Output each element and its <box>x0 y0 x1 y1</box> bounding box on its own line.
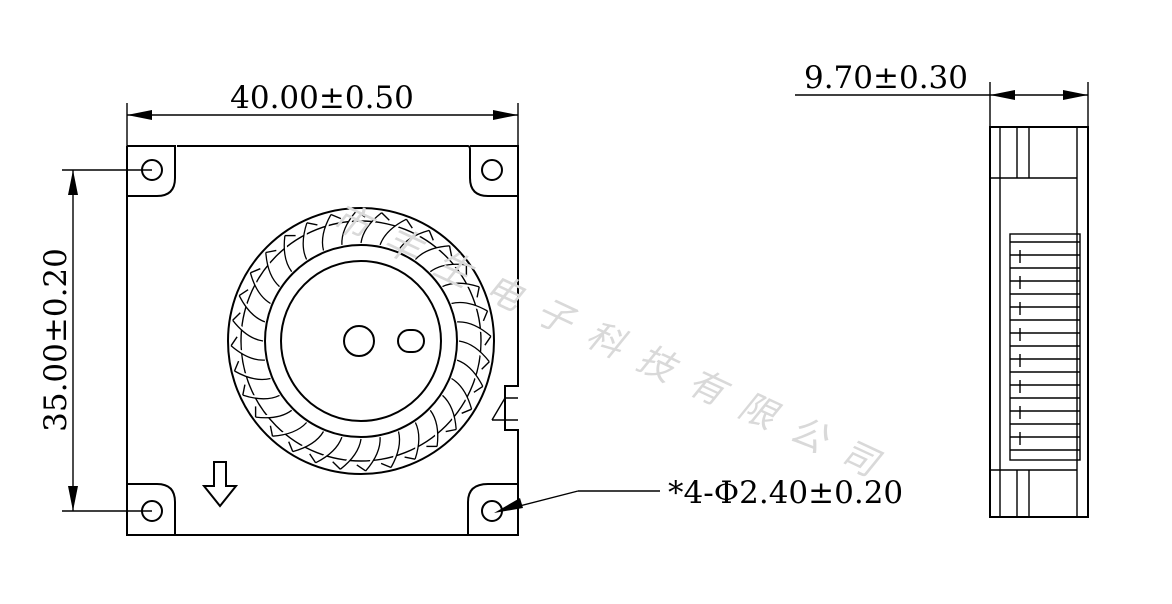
impeller-blade <box>414 245 450 260</box>
width-dimension-label: 40.00±0.50 <box>230 80 414 116</box>
dimension-thickness: 9.70±0.30 <box>795 60 1089 127</box>
impeller-blade <box>249 272 271 305</box>
slot-hole <box>397 329 425 353</box>
impeller-blade-hook <box>380 462 392 469</box>
impeller-blade <box>451 301 488 312</box>
impeller-inner-ring <box>264 244 458 438</box>
impeller-outer-ring <box>227 207 495 475</box>
impeller-blade-hook <box>306 222 318 226</box>
impeller-blade-hook <box>330 213 342 220</box>
hub-circle <box>280 260 442 422</box>
mount-hole-tr <box>481 159 503 181</box>
impeller-blade <box>442 282 480 288</box>
impeller-blade <box>302 222 308 260</box>
impeller-blade-hook <box>309 453 317 464</box>
impeller <box>227 207 495 475</box>
side-impeller-window <box>1009 233 1081 461</box>
impeller-blade <box>341 210 357 245</box>
ear-top-right <box>470 145 519 196</box>
impeller-blade <box>397 229 430 251</box>
impeller-blade-ring-outer <box>240 220 482 462</box>
impeller-blade-hook <box>233 360 240 372</box>
impeller-blade <box>255 409 293 419</box>
impeller-blade <box>414 422 420 460</box>
impeller-blade-hook <box>381 212 390 221</box>
impeller-blade-hook <box>461 408 472 414</box>
height-dimension-label: 35.00±0.20 <box>38 248 74 432</box>
impeller-blade <box>230 345 265 361</box>
dimension-width: 40.00±0.50 <box>126 80 519 146</box>
impeller-blade-hook <box>356 464 367 472</box>
impeller-blade <box>365 437 381 472</box>
impeller-blade-hook <box>232 312 241 321</box>
impeller-blade <box>429 263 467 273</box>
impeller-blade-hook <box>484 335 492 346</box>
impeller-blades <box>230 210 492 472</box>
impeller-blade <box>265 252 280 288</box>
impeller-blade <box>315 436 343 464</box>
impeller-blade <box>379 218 407 246</box>
impeller-blade <box>234 370 271 381</box>
front-view <box>126 145 519 536</box>
impeller-blade-hook <box>288 441 294 452</box>
side-view <box>989 126 1089 518</box>
cable-tab <box>491 397 518 421</box>
side-housing-outline <box>989 126 1089 518</box>
dimension-height: 35.00±0.20 <box>38 169 152 512</box>
impeller-blade <box>442 394 457 430</box>
impeller-blade-hook <box>445 428 457 433</box>
down-arrow-icon <box>201 461 239 508</box>
impeller-blade-hook <box>265 249 277 254</box>
impeller-blade <box>390 431 401 468</box>
impeller-blade-hook <box>482 310 489 322</box>
impeller-blade <box>283 235 293 273</box>
impeller-blade-hook <box>404 456 416 460</box>
impeller-blade <box>456 359 484 387</box>
impeller-blade-hook <box>269 425 274 437</box>
impeller-blade-hook <box>473 385 484 393</box>
impeller-blade-hook <box>428 230 434 241</box>
impeller-blade <box>321 214 332 251</box>
impeller-blade <box>360 212 383 244</box>
shaft-hole <box>343 325 375 357</box>
impeller-blade-hook <box>242 384 246 396</box>
impeller-blade-hook <box>332 461 341 470</box>
thickness-dimension-label: 9.70±0.30 <box>804 60 968 96</box>
impeller-blade <box>429 409 439 447</box>
impeller-blade <box>272 422 308 437</box>
impeller-blade-hook <box>230 336 238 347</box>
ear-bottom-left <box>126 484 175 536</box>
hole-dimension-label: *4-Φ2.40±0.20 <box>668 475 903 511</box>
impeller-blade-hook <box>448 245 453 257</box>
impeller-blade-hook <box>238 289 249 297</box>
impeller-blade <box>238 295 266 323</box>
impeller-blade-hook <box>355 210 366 218</box>
fan-housing-outline <box>126 145 519 536</box>
impeller-blade-hook <box>405 218 413 229</box>
side-fins <box>1010 241 1080 451</box>
impeller-blade <box>458 340 490 363</box>
impeller-blade <box>451 377 473 410</box>
impeller-blade-hook <box>481 361 490 370</box>
impeller-blade <box>292 431 325 453</box>
impeller-blade <box>457 321 492 337</box>
impeller-blade <box>242 394 280 400</box>
impeller-blade-hook <box>250 268 261 274</box>
impeller-blade <box>232 319 264 342</box>
impeller-blade <box>339 438 362 470</box>
impeller-blade-hook <box>476 286 480 298</box>
dimension-hole: *4-Φ2.40±0.20 <box>494 475 903 513</box>
